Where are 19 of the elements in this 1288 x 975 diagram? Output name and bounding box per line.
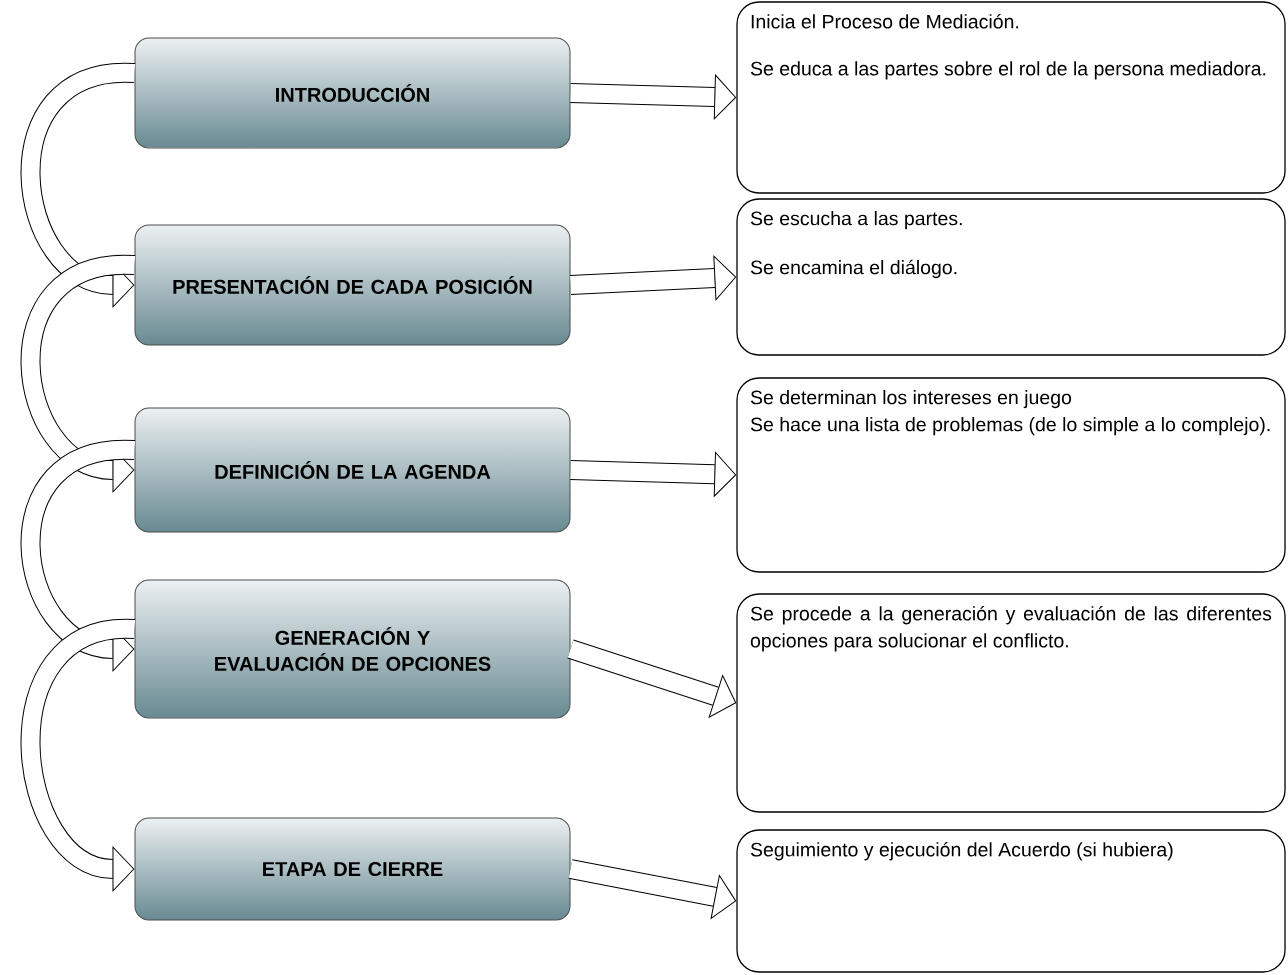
block-arrow [570,255,737,301]
block-arrow [568,859,737,919]
stage-box: DEFINICIÓN DE LA AGENDA [134,407,571,533]
description-box: Se procede a la generación y evaluación de las diferentes opciones para solucionar el conflicto. [736,593,1286,813]
stage-box: PRESENTACIÓN DE CADA POSICIÓN [134,224,571,346]
block-arrow [570,452,737,497]
stage-box: INTRODUCCIÓN [134,37,571,149]
stage-box: ETAPA DE CIERRE [134,817,571,921]
description-box: Se escucha a las partes. Se encamina el diálogo. [736,198,1286,356]
curved-arrow [20,619,136,892]
description-box: Inicia el Proceso de Mediación. Se educa a las partes sobre el rol de la persona mediadora. [736,1,1286,194]
description-box: Se determinan los intereses en juego Se hace una lista de problemas (de lo simple a lo complejo). [736,377,1286,573]
curved-arrow [20,440,136,672]
block-arrow [567,639,737,718]
block-arrow [570,74,737,120]
curved-arrow [20,63,136,308]
stage-box: GENERACIÓN Y EVALUACIÓN DE OPCIONES [134,579,571,719]
description-box: Seguimiento y ejecución del Acuerdo (si hubiera) [736,829,1286,973]
curved-arrow [20,255,136,493]
